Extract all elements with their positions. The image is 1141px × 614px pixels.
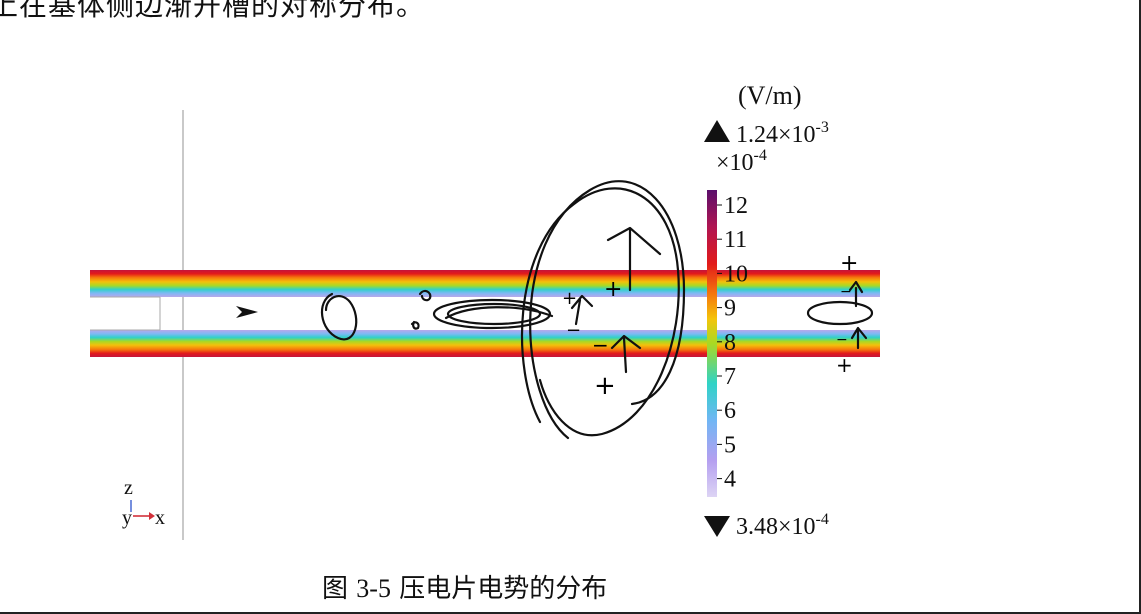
colorbar-tick-label: 12 xyxy=(724,193,748,219)
max-triangle-icon xyxy=(704,120,730,142)
ink-plus-5: + xyxy=(836,353,853,377)
ink-plus-2: + xyxy=(562,288,577,309)
caption-prefix: 图 xyxy=(322,574,349,604)
ink-minus-4: − xyxy=(836,332,848,348)
axis-x-label: x xyxy=(155,507,165,529)
ink-minus-2: − xyxy=(592,333,609,357)
ink-small-arrow xyxy=(570,294,594,326)
axis-y-label: y xyxy=(122,507,132,529)
axis-z-label: z xyxy=(124,477,133,499)
ink-minus-3: − xyxy=(840,284,852,300)
ink-plus-4: + xyxy=(840,251,858,276)
colorbar-ticks: 12 11 10 9 8 7 6 5 4 xyxy=(717,193,748,493)
caption-number: 3-5 xyxy=(356,574,391,603)
ink-right-arrow-down xyxy=(848,280,864,308)
colorbar-tick-label: 4 xyxy=(724,467,736,493)
ink-vortex-1 xyxy=(320,292,358,341)
ink-minus-1: − xyxy=(566,320,581,341)
ink-right-arrow-up xyxy=(850,326,868,350)
colorbar-unit: (V/m) xyxy=(738,81,802,110)
handwritten-signs: + + − − + + − − + xyxy=(562,251,858,401)
ink-up-arrow-1 xyxy=(606,226,662,292)
ink-ellipse-1 xyxy=(432,298,552,330)
colorbar-max-label: 1.24×10-3 xyxy=(736,119,829,148)
ink-plus-3: + xyxy=(594,371,616,401)
handwritten-annotations xyxy=(320,180,874,440)
top-text: 上在基体侧边渐开槽的对称分布。 xyxy=(0,0,426,22)
ink-small-circle xyxy=(418,289,432,302)
axis-x-arrowhead-icon xyxy=(149,512,155,520)
colorbar-tick-label: 7 xyxy=(724,364,736,390)
colorbar-tick-label: 8 xyxy=(724,330,736,356)
ink-right-ellipse xyxy=(806,300,874,326)
colorbar-multiplier: ×10-4 xyxy=(716,147,767,176)
ink-big-loop-outer xyxy=(529,180,686,440)
ink-small-circle-2 xyxy=(410,320,420,330)
ink-big-loop-inner xyxy=(520,187,680,437)
axis-triad: z y x xyxy=(122,477,165,529)
flow-arrow-icon xyxy=(236,306,258,318)
caption-title: 压电片电势的分布 xyxy=(399,574,608,604)
ink-plus-1: + xyxy=(604,277,622,302)
figure-caption: 图 3-5 压电片电势的分布 xyxy=(322,568,607,605)
colorbar-tick-label: 10 xyxy=(724,261,748,287)
ink-ellipse-stroke xyxy=(444,306,554,320)
colorbar xyxy=(707,190,717,497)
ink-ellipse-2 xyxy=(446,302,542,326)
colorbar-tick-label: 11 xyxy=(724,227,747,253)
beam-top xyxy=(90,270,880,297)
min-triangle-icon xyxy=(704,516,730,537)
colorbar-tick-label: 6 xyxy=(724,398,736,424)
ink-up-arrow-2 xyxy=(610,334,642,374)
colorbar-min-label: 3.48×10-4 xyxy=(736,511,829,540)
colorbar-tick-label: 5 xyxy=(724,432,736,458)
colorbar-gradient xyxy=(707,190,717,497)
beam-bottom xyxy=(90,330,880,357)
colorbar-tick-label: 9 xyxy=(724,296,736,322)
